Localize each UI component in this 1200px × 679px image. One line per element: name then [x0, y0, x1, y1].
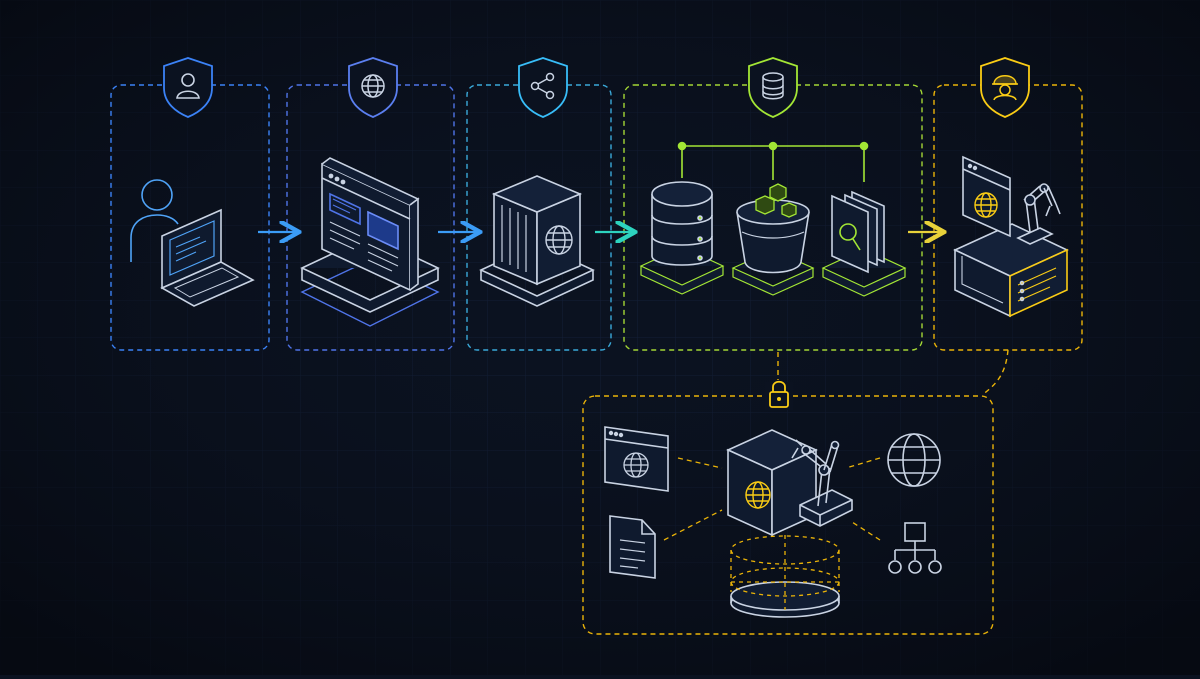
user-laptop-illustration	[130, 179, 255, 307]
green-blocks	[755, 183, 797, 218]
automation-globe-icon	[974, 192, 998, 218]
platform-disc	[730, 535, 840, 618]
zone-link-document	[663, 509, 723, 541]
worker-helmet-icon	[992, 75, 1018, 101]
user-icon	[176, 73, 200, 99]
cube-globe-icon	[745, 481, 771, 509]
robot-arm-cube	[726, 429, 853, 537]
shield-user-badge	[163, 57, 213, 118]
browser-globe-icon	[604, 426, 669, 492]
shield-web-badge	[348, 57, 398, 118]
person-icon	[130, 179, 179, 262]
zone-link-globe	[845, 457, 881, 469]
web-app-base-glow	[300, 259, 440, 327]
zone-link-hierarchy	[851, 521, 881, 541]
web-app-illustration	[300, 157, 440, 327]
globe-icon	[887, 433, 941, 487]
zone-link-browser	[677, 457, 723, 469]
search-files-illustration	[821, 190, 907, 297]
robot-arm-icon	[1016, 183, 1061, 245]
hierarchy-icon	[888, 522, 942, 574]
server-cube-top	[491, 175, 583, 213]
connector-automation-to-zone	[981, 349, 1009, 396]
automation-illustration	[953, 155, 1069, 318]
console-side	[1009, 248, 1068, 318]
database-icon	[762, 72, 784, 100]
api-gateway-illustration	[479, 175, 595, 307]
server-globe-icon	[545, 225, 573, 255]
bucket-illustration	[731, 183, 815, 296]
automation-browser	[962, 155, 1011, 238]
shield-api-badge	[518, 57, 568, 118]
data-layer-connectors	[677, 141, 869, 182]
shield-automation-badge	[980, 57, 1030, 118]
document-icon	[609, 515, 656, 579]
magnifier-icon	[839, 223, 861, 251]
share-nodes-icon	[530, 72, 555, 100]
globe-icon	[361, 74, 385, 98]
shield-data-badge	[748, 57, 798, 118]
stage-container-api-gateway	[466, 84, 612, 351]
database-illustration	[639, 181, 725, 295]
laptop-icon	[160, 208, 255, 307]
padlock-icon	[765, 380, 793, 410]
